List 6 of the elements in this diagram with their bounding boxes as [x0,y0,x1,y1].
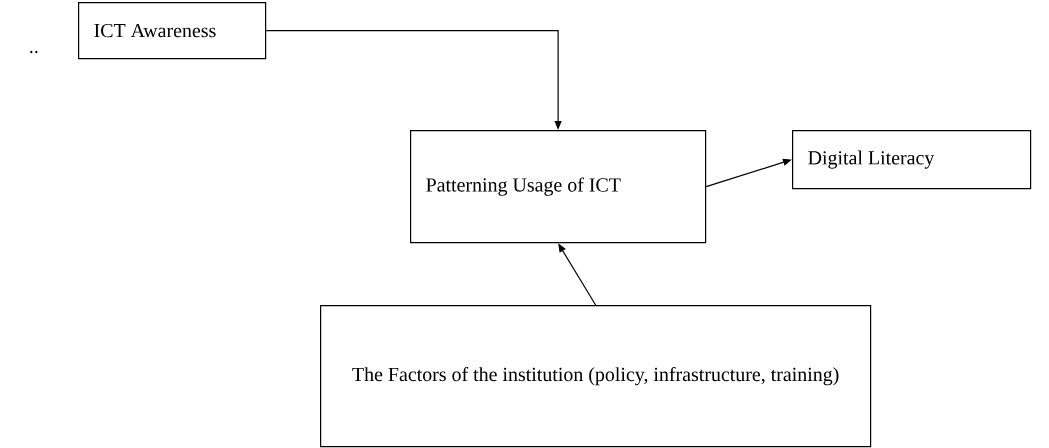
note: .. [30,50,38,54]
box: The Factors of the institution (policy, infrastructure, training) [320,305,872,448]
box: Patterning Usage of ICT [410,130,707,244]
box: Digital Literacy [792,130,1032,190]
arrow [705,158,792,188]
box: ICT Awareness [78,2,267,60]
